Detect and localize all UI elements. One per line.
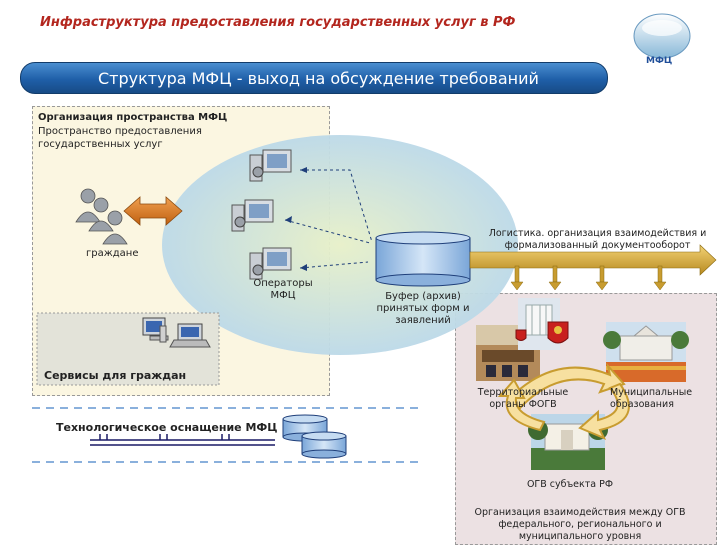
banner-title: Структура МФЦ - выход на обсуждение треб…: [98, 69, 539, 88]
citizens-label: граждане: [86, 248, 139, 259]
interaction-label-1: Организация взаимодействия между ОГВ: [474, 507, 686, 518]
buffer-label-2: принятых форм и: [376, 303, 470, 314]
buffer-cylinder-icon: [375, 231, 471, 287]
operator-computer-icon: [231, 199, 274, 232]
process-ellipse: [162, 135, 518, 355]
tech-label: Технологическое оснащение МФЦ: [56, 421, 278, 434]
ogv-label: ОГВ субъекта РФ: [526, 479, 614, 490]
municipal-label-2: образования: [610, 399, 674, 410]
services-label: Сервисы для граждан: [44, 369, 187, 382]
logistics-label-2: формализованный документооборот: [504, 240, 691, 251]
database-icon: [301, 431, 347, 459]
tech-bus: [90, 434, 275, 446]
territorial-label-2: органы ФОГВ: [489, 399, 557, 410]
buffer-label-3: заявлений: [395, 315, 451, 326]
logo-text: МФЦ: [646, 56, 673, 66]
citizens-operators-arrow: [123, 196, 183, 226]
interaction-cycle-arrows: [497, 362, 630, 440]
municipal-building-photo: [603, 322, 689, 382]
laptop-icon: [169, 323, 211, 348]
mfc-logo-icon: [633, 13, 691, 59]
space-subtitle-2: государственных услуг: [38, 139, 163, 150]
municipal-label-1: Муниципальные: [610, 387, 693, 398]
buffer-label-1: Буфер (архив): [385, 291, 461, 302]
operator-computer-icon: [249, 149, 292, 182]
operators-label-2: МФЦ: [270, 290, 296, 301]
logistics-label-1: Логистика. организация взаимодействия и: [488, 228, 707, 239]
page-title: Инфраструктура предоставления государств…: [40, 15, 516, 30]
citizens-icon: [75, 188, 128, 245]
operator-computer-icon: [249, 247, 292, 280]
banner: [20, 62, 608, 94]
interaction-label-2: федерального, регионального и: [498, 519, 662, 530]
space-title: Организация пространства МФЦ: [38, 112, 228, 123]
coat-of-arms-icon: [515, 321, 569, 344]
desktop-computer-icon: [142, 317, 169, 343]
logistics-arrow: [469, 244, 717, 291]
territorial-label-1: Территориальные: [477, 387, 569, 398]
operators-label-1: Операторы: [253, 278, 313, 289]
interaction-label-3: муниципального уровня: [518, 531, 642, 542]
space-subtitle-1: Пространство предоставления: [38, 126, 202, 137]
operator-buffer-links: [284, 169, 373, 269]
